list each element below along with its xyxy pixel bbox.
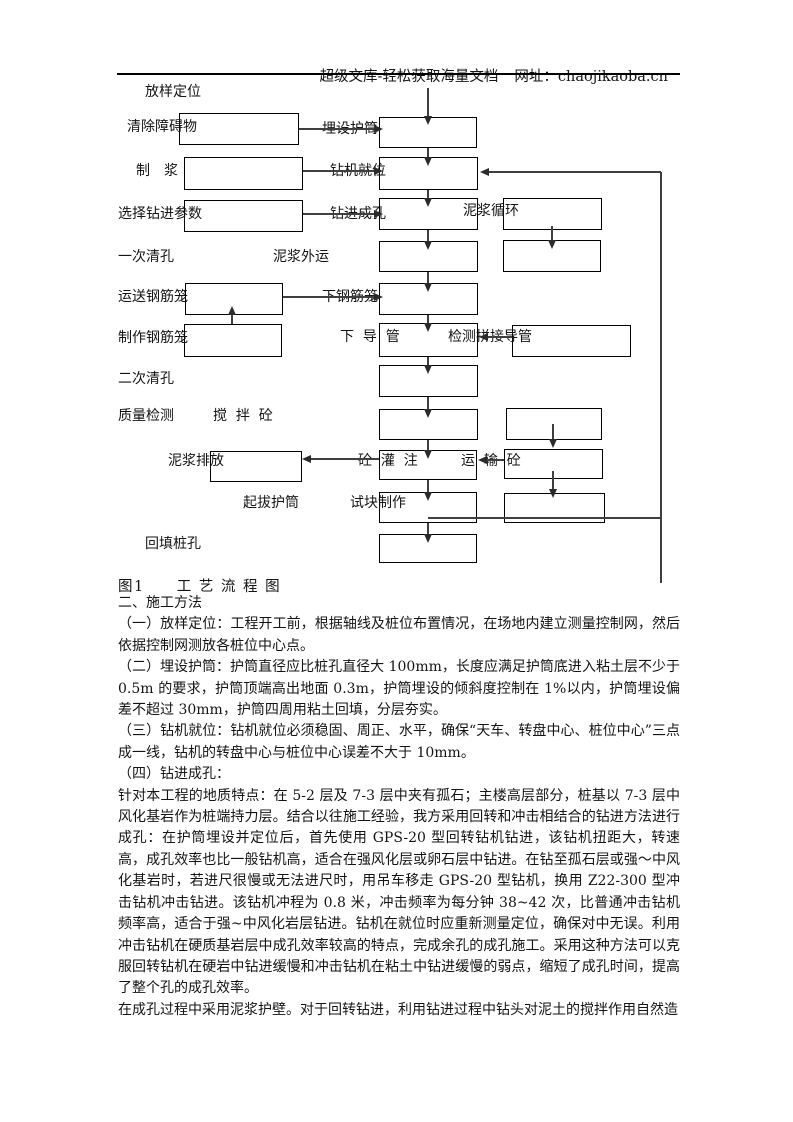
flow-step-label: 回填桩孔 xyxy=(145,536,201,552)
flow-connector xyxy=(427,88,429,116)
arrowhead-right-icon xyxy=(374,209,383,218)
flow-step-label: 砼 灌 注 xyxy=(358,453,418,469)
arrowhead-down-icon xyxy=(423,283,432,292)
flow-step-label: 运 输 砼 xyxy=(461,453,521,469)
header-rule xyxy=(117,73,680,75)
flow-step-label: 选择钻进参数 xyxy=(118,206,202,222)
flow-connector xyxy=(427,148,429,157)
arrowhead-down-icon xyxy=(423,492,432,501)
flow-connector xyxy=(551,226,553,240)
flow-connector xyxy=(427,523,429,534)
flow-connector xyxy=(311,458,379,460)
flow-connector xyxy=(489,171,661,173)
flow-step-label: 制作钢筋笼 xyxy=(118,330,188,346)
flow-step-label: 试块制作 xyxy=(350,495,406,511)
paragraph: 针对本工程的地质特点：在 5-2 层及 7-3 层中夹有孤石；主楼高层部分，桩基… xyxy=(118,787,680,997)
process-flowchart: 放样定位清除障碍物埋设护筒制 浆钻机就位选择钻进参数钻进成孔泥浆循环一次清孔泥浆… xyxy=(118,84,662,583)
arrowhead-down-icon xyxy=(423,157,432,166)
flow-step-label: 二次清孔 xyxy=(118,371,174,387)
arrowhead-down-icon xyxy=(423,450,432,459)
paragraph: （四）钻进成孔： xyxy=(118,766,230,783)
arrowhead-left-icon xyxy=(479,332,488,341)
flow-step-label: 起拔护筒 xyxy=(243,495,299,511)
arrowhead-down-icon xyxy=(423,365,432,374)
paragraph: （三）钻机就位：钻机就位必须稳固、周正、水平，确保“天车、转盘中心、桩位中心”三… xyxy=(118,723,680,761)
flow-step-label: 泥浆循环 xyxy=(463,203,519,219)
flow-step-label: 质量检测 xyxy=(118,408,174,424)
arrowhead-left-icon xyxy=(480,167,489,176)
flow-connector xyxy=(303,170,374,172)
flow-step-label: 下 导 管 xyxy=(340,329,400,345)
flow-connector xyxy=(427,397,429,409)
paragraph: （二）埋设护筒：护筒直径应比桩孔直径大 100mm，长度应满足护筒底进入粘土层不… xyxy=(118,659,680,719)
flow-box xyxy=(210,451,302,482)
flow-connector xyxy=(660,172,662,583)
arrowhead-down-icon xyxy=(423,241,432,250)
flow-box xyxy=(179,113,299,145)
arrowhead-down-icon xyxy=(423,534,432,543)
flow-box xyxy=(184,324,282,357)
paragraph: 在成孔过程中采用泥浆护壁。对于回转钻进，利用钻进过程中钻头对泥土的搅拌作用自然造 xyxy=(118,1001,678,1018)
section-heading: 二、施工方法 xyxy=(118,595,202,611)
flow-box xyxy=(184,200,303,232)
flow-step-label: 泥浆排放 xyxy=(168,453,224,469)
flow-box xyxy=(512,325,631,357)
arrowhead-down-icon xyxy=(423,198,432,207)
flow-connector xyxy=(427,315,429,323)
figure-caption: 图1 工 艺 流 程 图 xyxy=(118,579,282,595)
body-text: 二、施工方法 （一）放样定位：工程开工前，根据轴线及桩位布置情况，在场地内建立测… xyxy=(118,593,680,1021)
arrowhead-down-icon xyxy=(423,323,432,332)
flow-step-label: 一次清孔 xyxy=(118,249,174,265)
flow-connector xyxy=(427,440,429,450)
flow-connector xyxy=(231,315,233,324)
flow-connector xyxy=(428,517,661,519)
flow-step-label: 清除障碍物 xyxy=(127,119,197,135)
flow-connector xyxy=(488,336,512,338)
flow-connector xyxy=(303,213,374,215)
flow-step-label: 制 浆 xyxy=(136,163,178,179)
flow-connector xyxy=(427,480,429,492)
flow-step-label: 泥浆外运 xyxy=(273,249,329,265)
flow-box xyxy=(184,157,303,190)
flow-step-label: 搅 拌 砼 xyxy=(213,408,273,424)
flow-connector xyxy=(299,128,374,130)
arrowhead-down-icon xyxy=(423,409,432,418)
arrowhead-left-icon xyxy=(302,454,311,463)
flow-connector xyxy=(427,357,429,365)
flow-step-label: 运送钢筋笼 xyxy=(118,289,188,305)
arrowhead-down-icon xyxy=(548,489,557,498)
arrowhead-up-icon xyxy=(227,306,236,315)
flow-connector xyxy=(283,296,374,298)
arrowhead-right-icon xyxy=(374,124,383,133)
flow-step-label: 放样定位 xyxy=(145,84,201,100)
flow-connector xyxy=(487,459,504,461)
flow-connector xyxy=(427,190,429,198)
flow-connector xyxy=(552,471,554,489)
arrowhead-down-icon xyxy=(548,439,557,448)
flow-connector xyxy=(427,230,429,241)
arrowhead-down-icon xyxy=(547,240,556,249)
flow-connector xyxy=(427,272,429,283)
flow-connector xyxy=(552,424,554,439)
arrowhead-left-icon xyxy=(478,455,487,464)
flow-box xyxy=(506,408,602,440)
paragraph: （一）放样定位：工程开工前，根据轴线及桩位布置情况，在场地内建立测量控制网，然后… xyxy=(118,616,680,654)
arrowhead-right-icon xyxy=(374,166,383,175)
arrowhead-down-icon xyxy=(423,116,432,125)
arrowhead-right-icon xyxy=(374,292,383,301)
